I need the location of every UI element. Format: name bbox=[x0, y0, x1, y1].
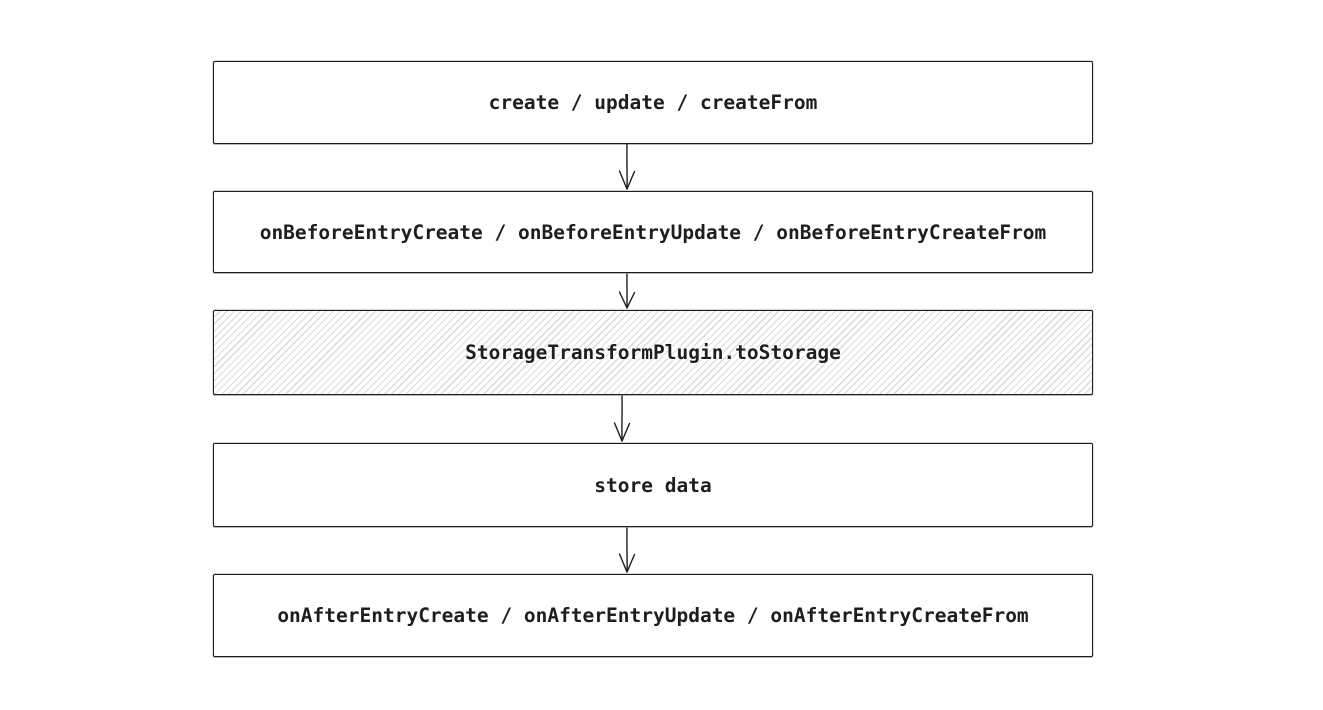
flow-node-storage-transform-tostorage: StorageTransformPlugin.toStorage bbox=[213, 310, 1093, 395]
flow-node-label: onBeforeEntryCreate / onBeforeEntryUpdat… bbox=[259, 220, 1047, 244]
flow-arrow-down-icon bbox=[618, 273, 636, 309]
flow-node-onafter-hooks: onAfterEntryCreate / onAfterEntryUpdate … bbox=[213, 574, 1093, 657]
flow-node-label: create / update / createFrom bbox=[488, 91, 818, 114]
flow-node-create-update-createfrom: create / update / createFrom bbox=[213, 61, 1093, 144]
flow-node-store-data: store data bbox=[213, 443, 1093, 527]
flow-node-label: store data bbox=[594, 473, 712, 497]
flow-arrow-down-icon bbox=[618, 143, 636, 190]
flow-node-onbefore-hooks: onBeforeEntryCreate / onBeforeEntryUpdat… bbox=[213, 191, 1093, 273]
flow-arrow-down-icon bbox=[613, 395, 631, 442]
flow-arrow-down-icon bbox=[618, 527, 636, 573]
flow-node-label: onAfterEntryCreate / onAfterEntryUpdate … bbox=[277, 604, 1029, 627]
flow-node-label: StorageTransformPlugin.toStorage bbox=[465, 341, 841, 364]
